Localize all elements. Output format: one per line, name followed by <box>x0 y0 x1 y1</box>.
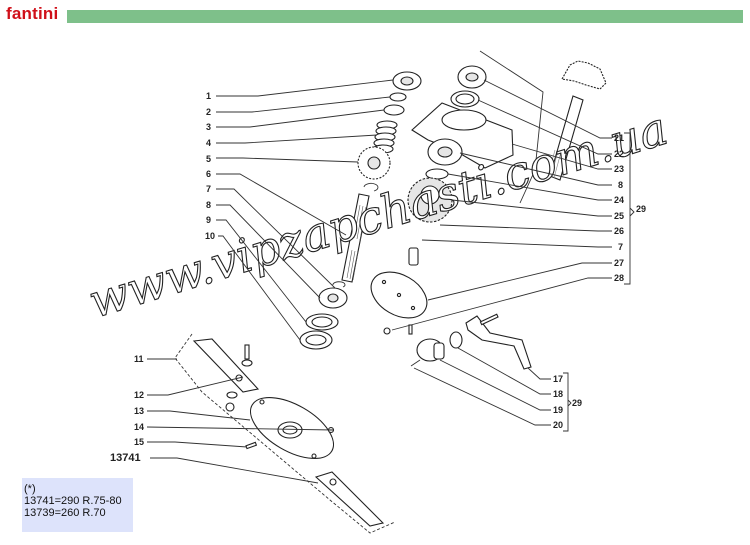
callout-label: 6 <box>206 169 211 179</box>
gear-housing-part <box>411 102 514 169</box>
callout-label: 21 <box>614 133 624 143</box>
callout-label: 23 <box>614 164 624 174</box>
group-callout-label: 29 <box>636 204 646 214</box>
header-bar <box>67 10 743 23</box>
callout-label: 19 <box>553 405 563 415</box>
blade-sweep-outline <box>174 333 396 534</box>
lower-left-callouts: 11 12 13 14 15 13741 <box>110 354 334 484</box>
callout-label: 17 <box>553 374 563 384</box>
disc-screw-part <box>245 441 258 450</box>
callout-label: 24 <box>614 195 624 205</box>
callout-label: 7 <box>206 184 211 194</box>
callout-label: 14 <box>134 422 144 432</box>
blade-washer-part <box>241 359 253 367</box>
blade-nut-part <box>225 402 235 412</box>
callout-label: 10 <box>205 231 215 241</box>
callout-label: 27 <box>614 258 624 268</box>
callout-label: 2 <box>206 107 211 117</box>
note-line-13739: 13739=260 R.70 <box>24 507 106 519</box>
brand-logo-text: fantini <box>6 4 59 23</box>
callout-label: 15 <box>134 437 144 447</box>
lower-bearing-core <box>327 293 339 303</box>
callout-label: 3 <box>206 122 211 132</box>
right-callouts: 21 22 23 8 24 25 26 7 27 28 29 <box>391 79 646 331</box>
callout-label: 12 <box>134 390 144 400</box>
ring-part <box>383 104 405 116</box>
callout-label: 9 <box>206 215 211 225</box>
callout-label: 13 <box>134 406 144 416</box>
callout-label: 7 <box>618 242 623 252</box>
bolt-part <box>408 247 419 266</box>
bracket-screw-part <box>479 313 499 326</box>
callout-label: 25 <box>614 211 624 221</box>
part-number-note: (*) 13741=290 R.75-80 13739=260 R.70 <box>22 478 133 532</box>
callout-label: 26 <box>614 226 624 236</box>
circlip-lower-part <box>332 281 346 288</box>
blade-holder-assembly <box>174 333 396 534</box>
blade-bolt-part <box>244 344 250 360</box>
small-gear-hub <box>367 156 381 170</box>
callout-label: 5 <box>206 154 211 164</box>
callout-label: 22 <box>614 149 624 159</box>
note-marker: (*) <box>24 483 36 495</box>
sensor-bracket-group <box>410 313 532 370</box>
washer-part <box>389 92 407 102</box>
splined-shaft-part <box>341 193 370 283</box>
circlip-part <box>363 182 379 192</box>
callout-label: 4 <box>206 138 211 148</box>
left-callouts: 1 2 3 4 5 6 7 8 9 10 <box>205 79 394 341</box>
callout-label-part-number: 13741 <box>110 452 141 464</box>
note-line-13741: 13741=290 R.75-80 <box>24 495 122 507</box>
assembly-frame-line <box>479 50 544 204</box>
bearing-core <box>400 76 414 86</box>
small-screw-part <box>408 324 413 335</box>
housing-assembly <box>370 50 544 335</box>
callout-label: 8 <box>206 200 211 210</box>
group-callout-label: 29 <box>572 398 582 408</box>
o-ring-part <box>449 331 463 349</box>
callout-label: 28 <box>614 273 624 283</box>
group-bracket <box>624 132 635 285</box>
group-bracket <box>563 372 572 432</box>
callout-label: 8 <box>618 180 623 190</box>
callout-label: 20 <box>553 420 563 430</box>
callout-label: 18 <box>553 389 563 399</box>
callout-label: 1 <box>206 91 211 101</box>
nut-part <box>383 327 391 335</box>
callout-label: 11 <box>134 354 144 364</box>
pinion-shaft <box>547 60 607 181</box>
bracket-part <box>465 315 532 370</box>
lower-blade-part <box>314 471 385 527</box>
lower-right-callouts: 17 18 19 20 29 <box>413 347 582 432</box>
